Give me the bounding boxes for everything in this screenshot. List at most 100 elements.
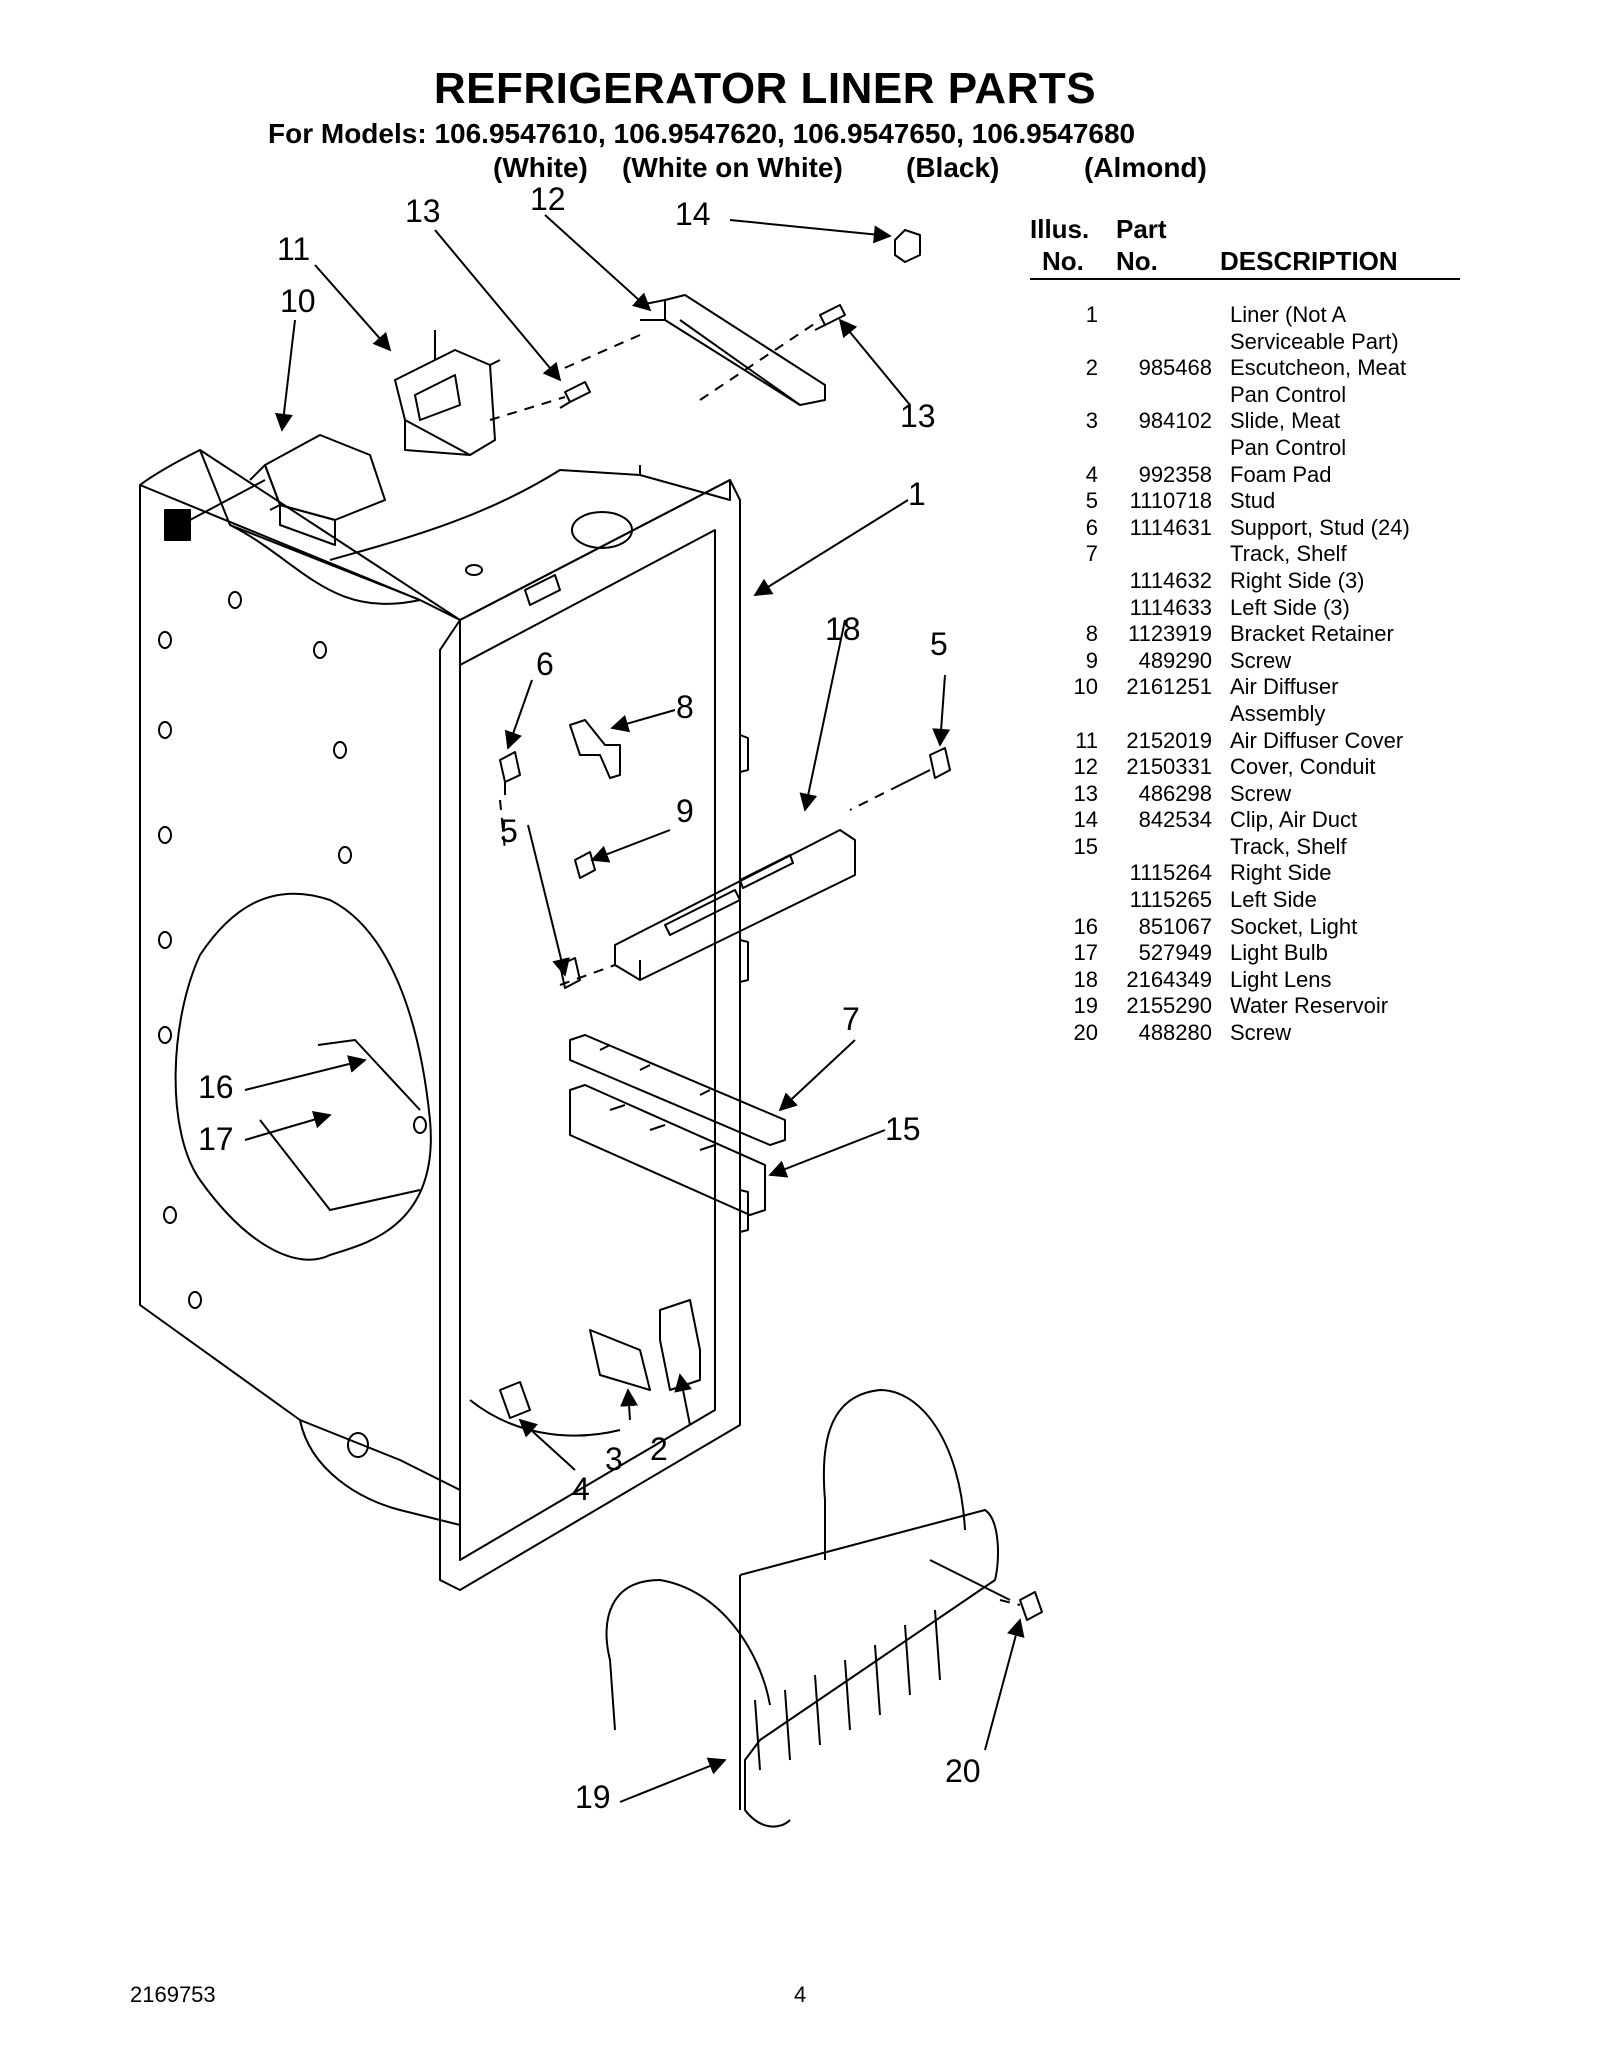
row-description: Pan Control <box>1230 434 1347 460</box>
row-illus-no: 1 <box>1085 302 1098 327</box>
table-row: Pan Control <box>1030 435 1460 462</box>
shelf-track-15 <box>569 1084 766 1216</box>
row-illus-no: 16 <box>1073 913 1098 939</box>
row-description: Clip, Air Duct <box>1230 807 1358 833</box>
row-part-no: 2161251 <box>1126 674 1212 700</box>
meat-pan-control <box>469 1299 701 1437</box>
screw-13-a <box>559 381 591 409</box>
row-illus-no: 7 <box>1085 541 1098 567</box>
shelf-track-7 <box>569 1034 786 1146</box>
model-color-almond: (Almond) <box>1084 152 1207 183</box>
row-illus-no: 11 <box>1075 727 1098 753</box>
screw-13-b <box>814 304 846 331</box>
bracket-retainer <box>569 719 621 779</box>
stud-5-right <box>899 747 951 786</box>
callout-16: 16 <box>198 1069 234 1105</box>
assembly-lines <box>489 319 1021 1606</box>
row-description: Cover, Conduit <box>1230 754 1376 780</box>
row-description: Escutcheon, Meat <box>1230 355 1407 381</box>
table-row: Pan Control <box>1030 382 1460 409</box>
model-color-white: (White) <box>493 152 588 183</box>
header-illus: Illus. <box>1030 214 1090 244</box>
row-part-no: 1114633 <box>1129 594 1212 620</box>
row-part-no: 842534 <box>1138 807 1212 833</box>
row-part-no: 2152019 <box>1126 727 1212 753</box>
light-lens <box>614 829 856 981</box>
table-row: 6 1114631 Support, Stud (24) <box>1030 515 1460 542</box>
row-part-no: 1115264 <box>1129 860 1212 886</box>
air-duct-clip <box>894 229 921 263</box>
row-illus-no: 9 <box>1085 647 1098 673</box>
callout-6: 6 <box>536 646 554 682</box>
row-part-no: 1110718 <box>1129 488 1212 514</box>
callout-20: 20 <box>945 1753 981 1789</box>
row-description: Liner (Not A <box>1230 302 1347 327</box>
row-illus-no: 2 <box>1085 355 1098 381</box>
models-line: For Models: 106.9547610, 106.9547620, 10… <box>268 118 1136 149</box>
table-row: 1115264 Right Side <box>1030 860 1460 887</box>
liner-front-frame <box>439 479 749 1591</box>
header-part: Part <box>1116 214 1167 244</box>
row-description: Left Side <box>1230 887 1317 913</box>
row-part-no: 992358 <box>1138 461 1212 487</box>
row-illus-no: 18 <box>1073 966 1098 992</box>
liner-top-panel <box>199 449 731 621</box>
light-housing <box>174 892 432 1261</box>
callout-18: 18 <box>825 611 861 647</box>
row-part-no: 489290 <box>1138 647 1212 673</box>
liner-side-panel <box>139 449 461 1526</box>
row-description: Light Bulb <box>1230 940 1328 966</box>
callout-13-top: 13 <box>405 193 441 229</box>
water-reservoir <box>605 1389 1011 1828</box>
row-part-no: 1115265 <box>1129 887 1212 913</box>
conduit-cover <box>639 294 826 406</box>
callout-10: 10 <box>280 283 316 319</box>
row-illus-no: 5 <box>1085 488 1098 514</box>
side-panel-holes <box>158 509 427 1458</box>
row-description: Assembly <box>1230 700 1326 726</box>
callout-5-left: 5 <box>500 813 518 849</box>
row-description: Pan Control <box>1230 381 1347 407</box>
document-number: 2169753 <box>130 1982 216 2007</box>
row-description: Slide, Meat <box>1230 408 1341 434</box>
row-part-no: 2155290 <box>1126 993 1212 1019</box>
callout-9: 9 <box>676 793 694 829</box>
row-description: Right Side <box>1230 860 1332 886</box>
row-part-no: 1114631 <box>1129 514 1212 540</box>
page-number: 4 <box>794 1982 807 2007</box>
row-illus-no: 12 <box>1073 754 1098 780</box>
row-illus-no: 10 <box>1073 674 1098 700</box>
callout-2: 2 <box>650 1431 668 1467</box>
callout-4: 4 <box>572 1471 590 1507</box>
callout-3: 3 <box>605 1441 623 1477</box>
row-description: Left Side (3) <box>1230 594 1350 620</box>
leader-arrows <box>244 214 1025 1803</box>
row-description: Support, Stud (24) <box>1230 514 1410 540</box>
row-illus-no: 6 <box>1085 514 1098 540</box>
callout-13-right: 13 <box>900 398 936 434</box>
page-title: REFRIGERATOR LINER PARTS <box>433 64 1097 113</box>
row-description: Air Diffuser <box>1230 674 1339 700</box>
callout-15: 15 <box>885 1111 921 1147</box>
screw-9 <box>574 851 596 879</box>
row-illus-no: 3 <box>1085 408 1098 434</box>
callout-numbers: 1 2 3 4 5 5 6 7 8 9 10 11 12 13 13 14 15… <box>198 181 981 1815</box>
row-description: Light Lens <box>1230 966 1332 992</box>
row-description: Water Reservoir <box>1230 993 1389 1019</box>
row-description: Socket, Light <box>1230 913 1358 939</box>
table-row: 10 2161251 Air Diffuser <box>1030 674 1460 701</box>
